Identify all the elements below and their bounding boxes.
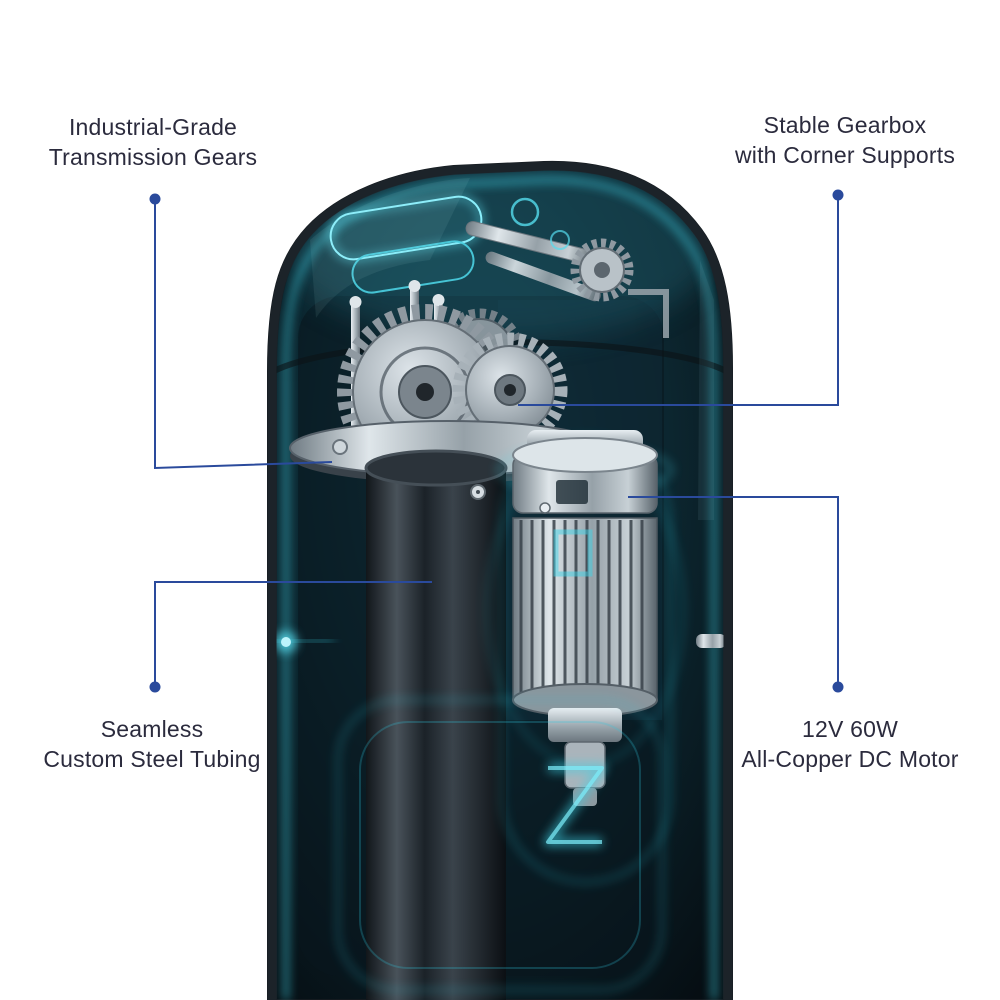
glow-accents: [272, 300, 728, 992]
body-glow-rim: [284, 177, 716, 1000]
transmission-gears: [337, 304, 568, 480]
callout-line-transmission-gears: [154, 200, 333, 470]
callout-label-line: Transmission Gears: [48, 144, 258, 171]
corner-support-bracket: [628, 289, 669, 338]
callout-dot-stable-gearbox: [832, 189, 844, 201]
glass-reflection: [310, 178, 470, 318]
callout-label-line: with Corner Supports: [734, 142, 956, 169]
motor-fins: [512, 517, 658, 701]
callout-label-line: Industrial-Grade: [68, 114, 238, 140]
callout-line-steel-tubing: [154, 581, 432, 686]
callout-label-stable-gearbox: Stable Gearbox with Corner Supports: [735, 110, 955, 171]
motor-end-cap: [548, 708, 622, 742]
right-knob: [696, 634, 726, 648]
callout-label-transmission-gears: Industrial-Grade Transmission Gears: [49, 112, 258, 173]
top-mechanism: [329, 195, 669, 338]
callout-label-line: 12V 60W: [801, 716, 898, 742]
callout-dot-steel-tubing: [149, 681, 161, 693]
body-outline: [267, 161, 733, 1000]
device-body: [267, 160, 733, 1000]
bevel-gear: [570, 238, 634, 302]
callout-label-line: Custom Steel Tubing: [43, 746, 261, 773]
callout-label-steel-tubing: Seamless Custom Steel Tubing: [43, 714, 260, 775]
steel-tube: [364, 449, 508, 1000]
callout-label-line: Seamless: [100, 716, 204, 742]
motor-label-plate: [556, 480, 588, 504]
callout-label-line: All-Copper DC Motor: [741, 746, 959, 773]
callout-line-stable-gearbox: [518, 196, 839, 406]
callout-dot-transmission-gears: [149, 193, 161, 205]
callout-line-dc-motor: [628, 496, 839, 686]
callout-label-line: Stable Gearbox: [763, 112, 927, 138]
callout-dot-dc-motor: [832, 681, 844, 693]
callout-label-dc-motor: 12V 60W All-Copper DC Motor: [741, 714, 958, 775]
